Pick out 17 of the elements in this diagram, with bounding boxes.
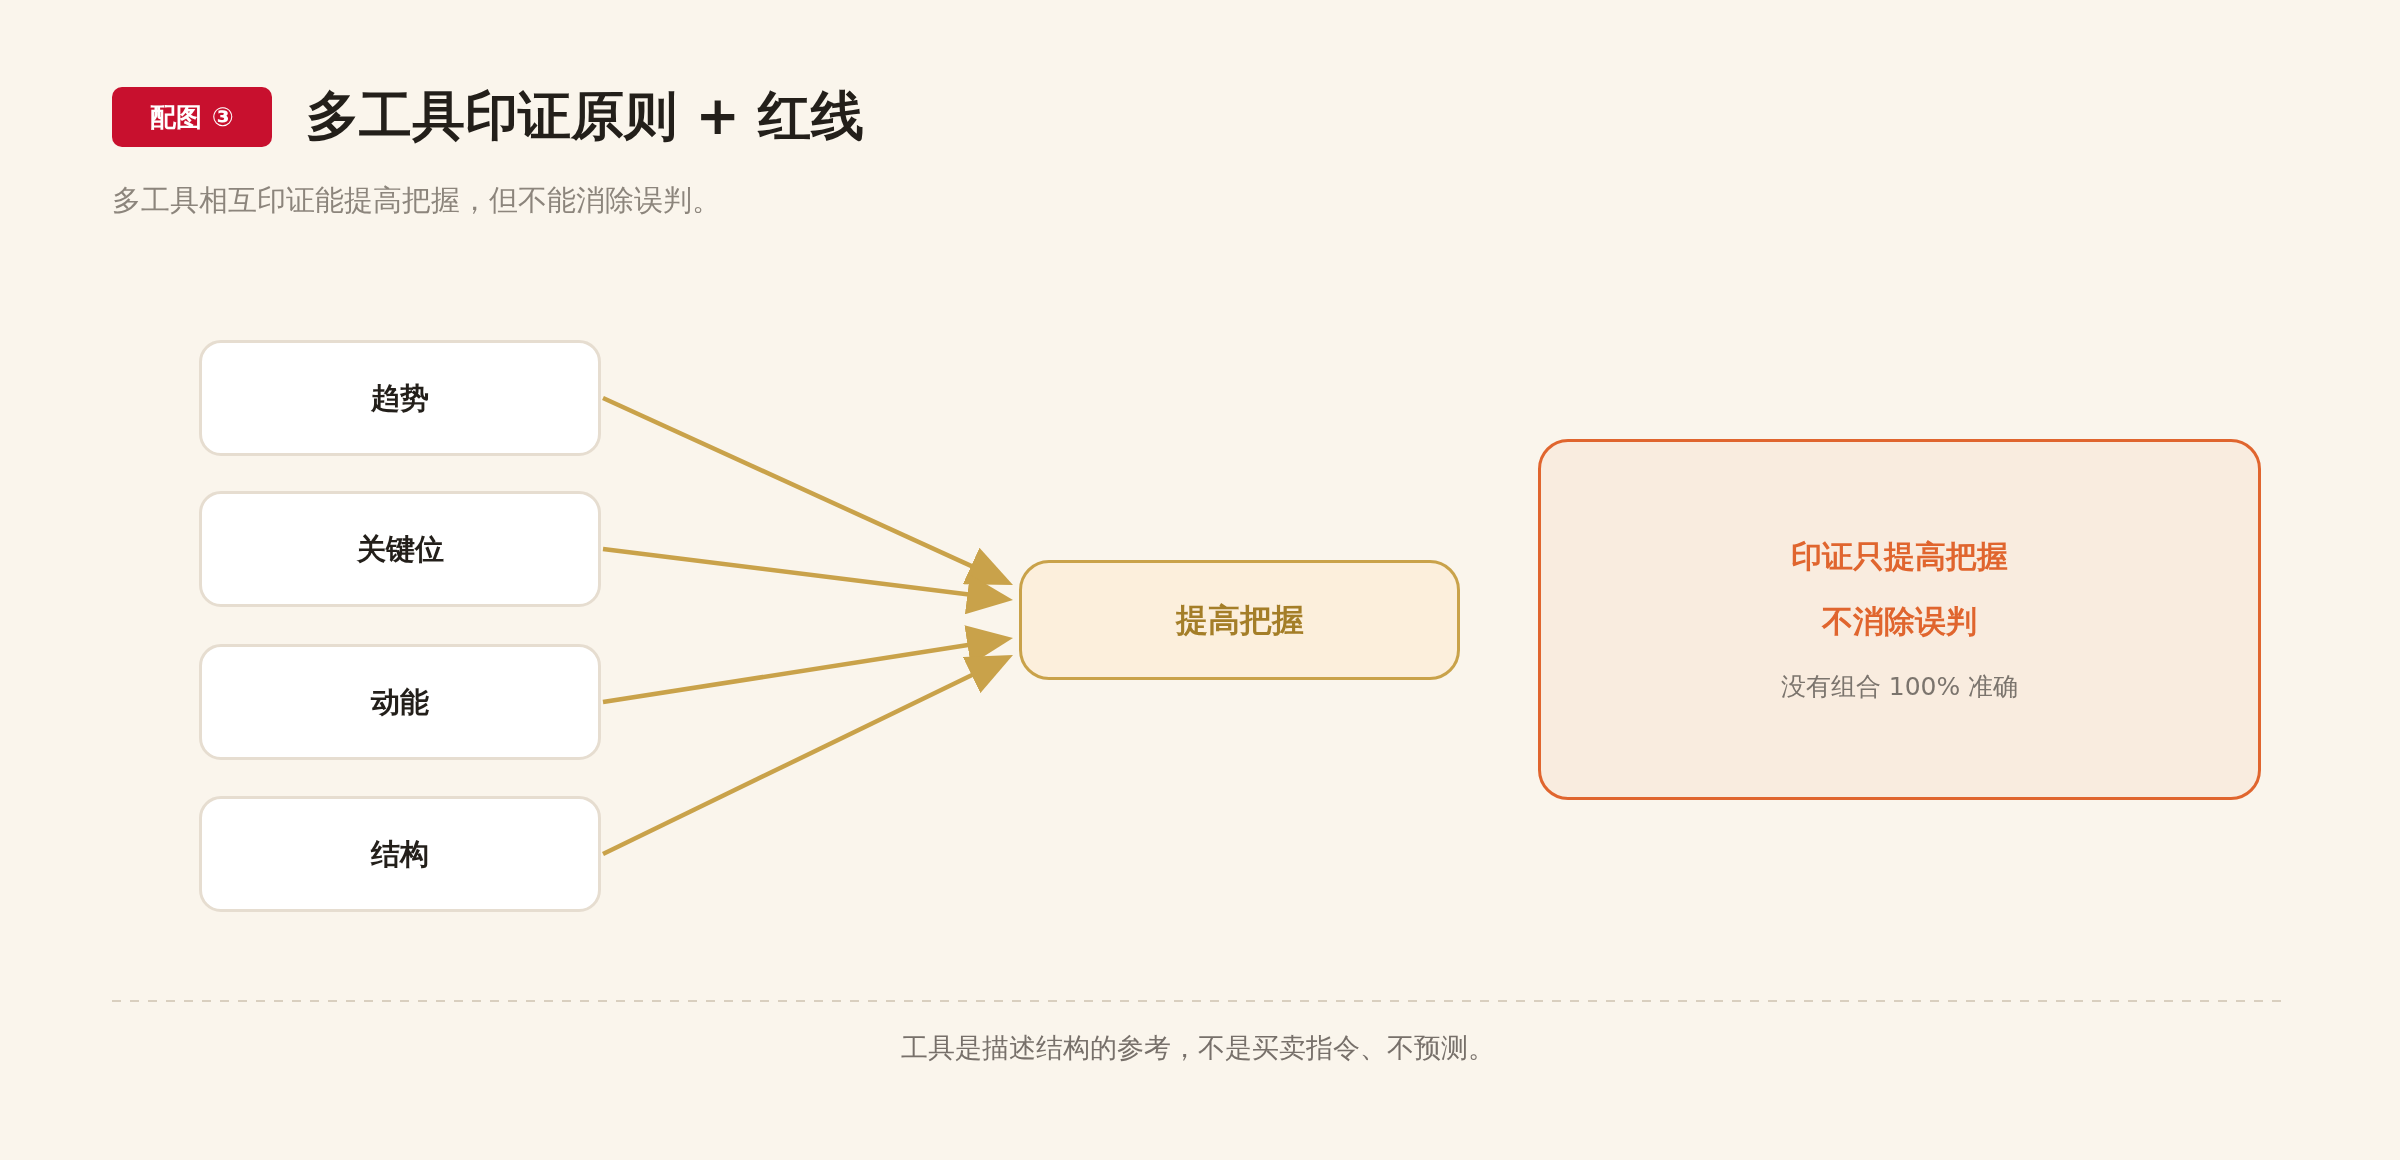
factor-box: 关键位 xyxy=(199,491,601,607)
subtitle: 多工具相互印证能提高把握，但不能消除误判。 xyxy=(112,182,721,219)
arrow xyxy=(602,395,1013,586)
footnote: 工具是描述结构的参考，不是买卖指令、不预测。 xyxy=(900,1031,1496,1065)
result-box: 提高把握 xyxy=(1019,560,1460,680)
note-text: 没有组合 100% 准确 xyxy=(1780,671,2019,703)
factor-box: 趋势 xyxy=(199,340,601,456)
arrow xyxy=(602,546,1013,615)
arrow xyxy=(602,655,1013,857)
arrow xyxy=(602,625,1013,705)
warning-box xyxy=(1538,439,2261,800)
figure-badge: 配图 ③ xyxy=(112,87,272,147)
warning-text: 印证只提高把握 xyxy=(1791,536,2008,576)
title: 多工具印证原则 + 红线 xyxy=(306,84,865,148)
factor-box: 动能 xyxy=(199,644,601,760)
factor-box: 结构 xyxy=(199,796,601,912)
warning-text: 不消除误判 xyxy=(1822,602,1977,642)
